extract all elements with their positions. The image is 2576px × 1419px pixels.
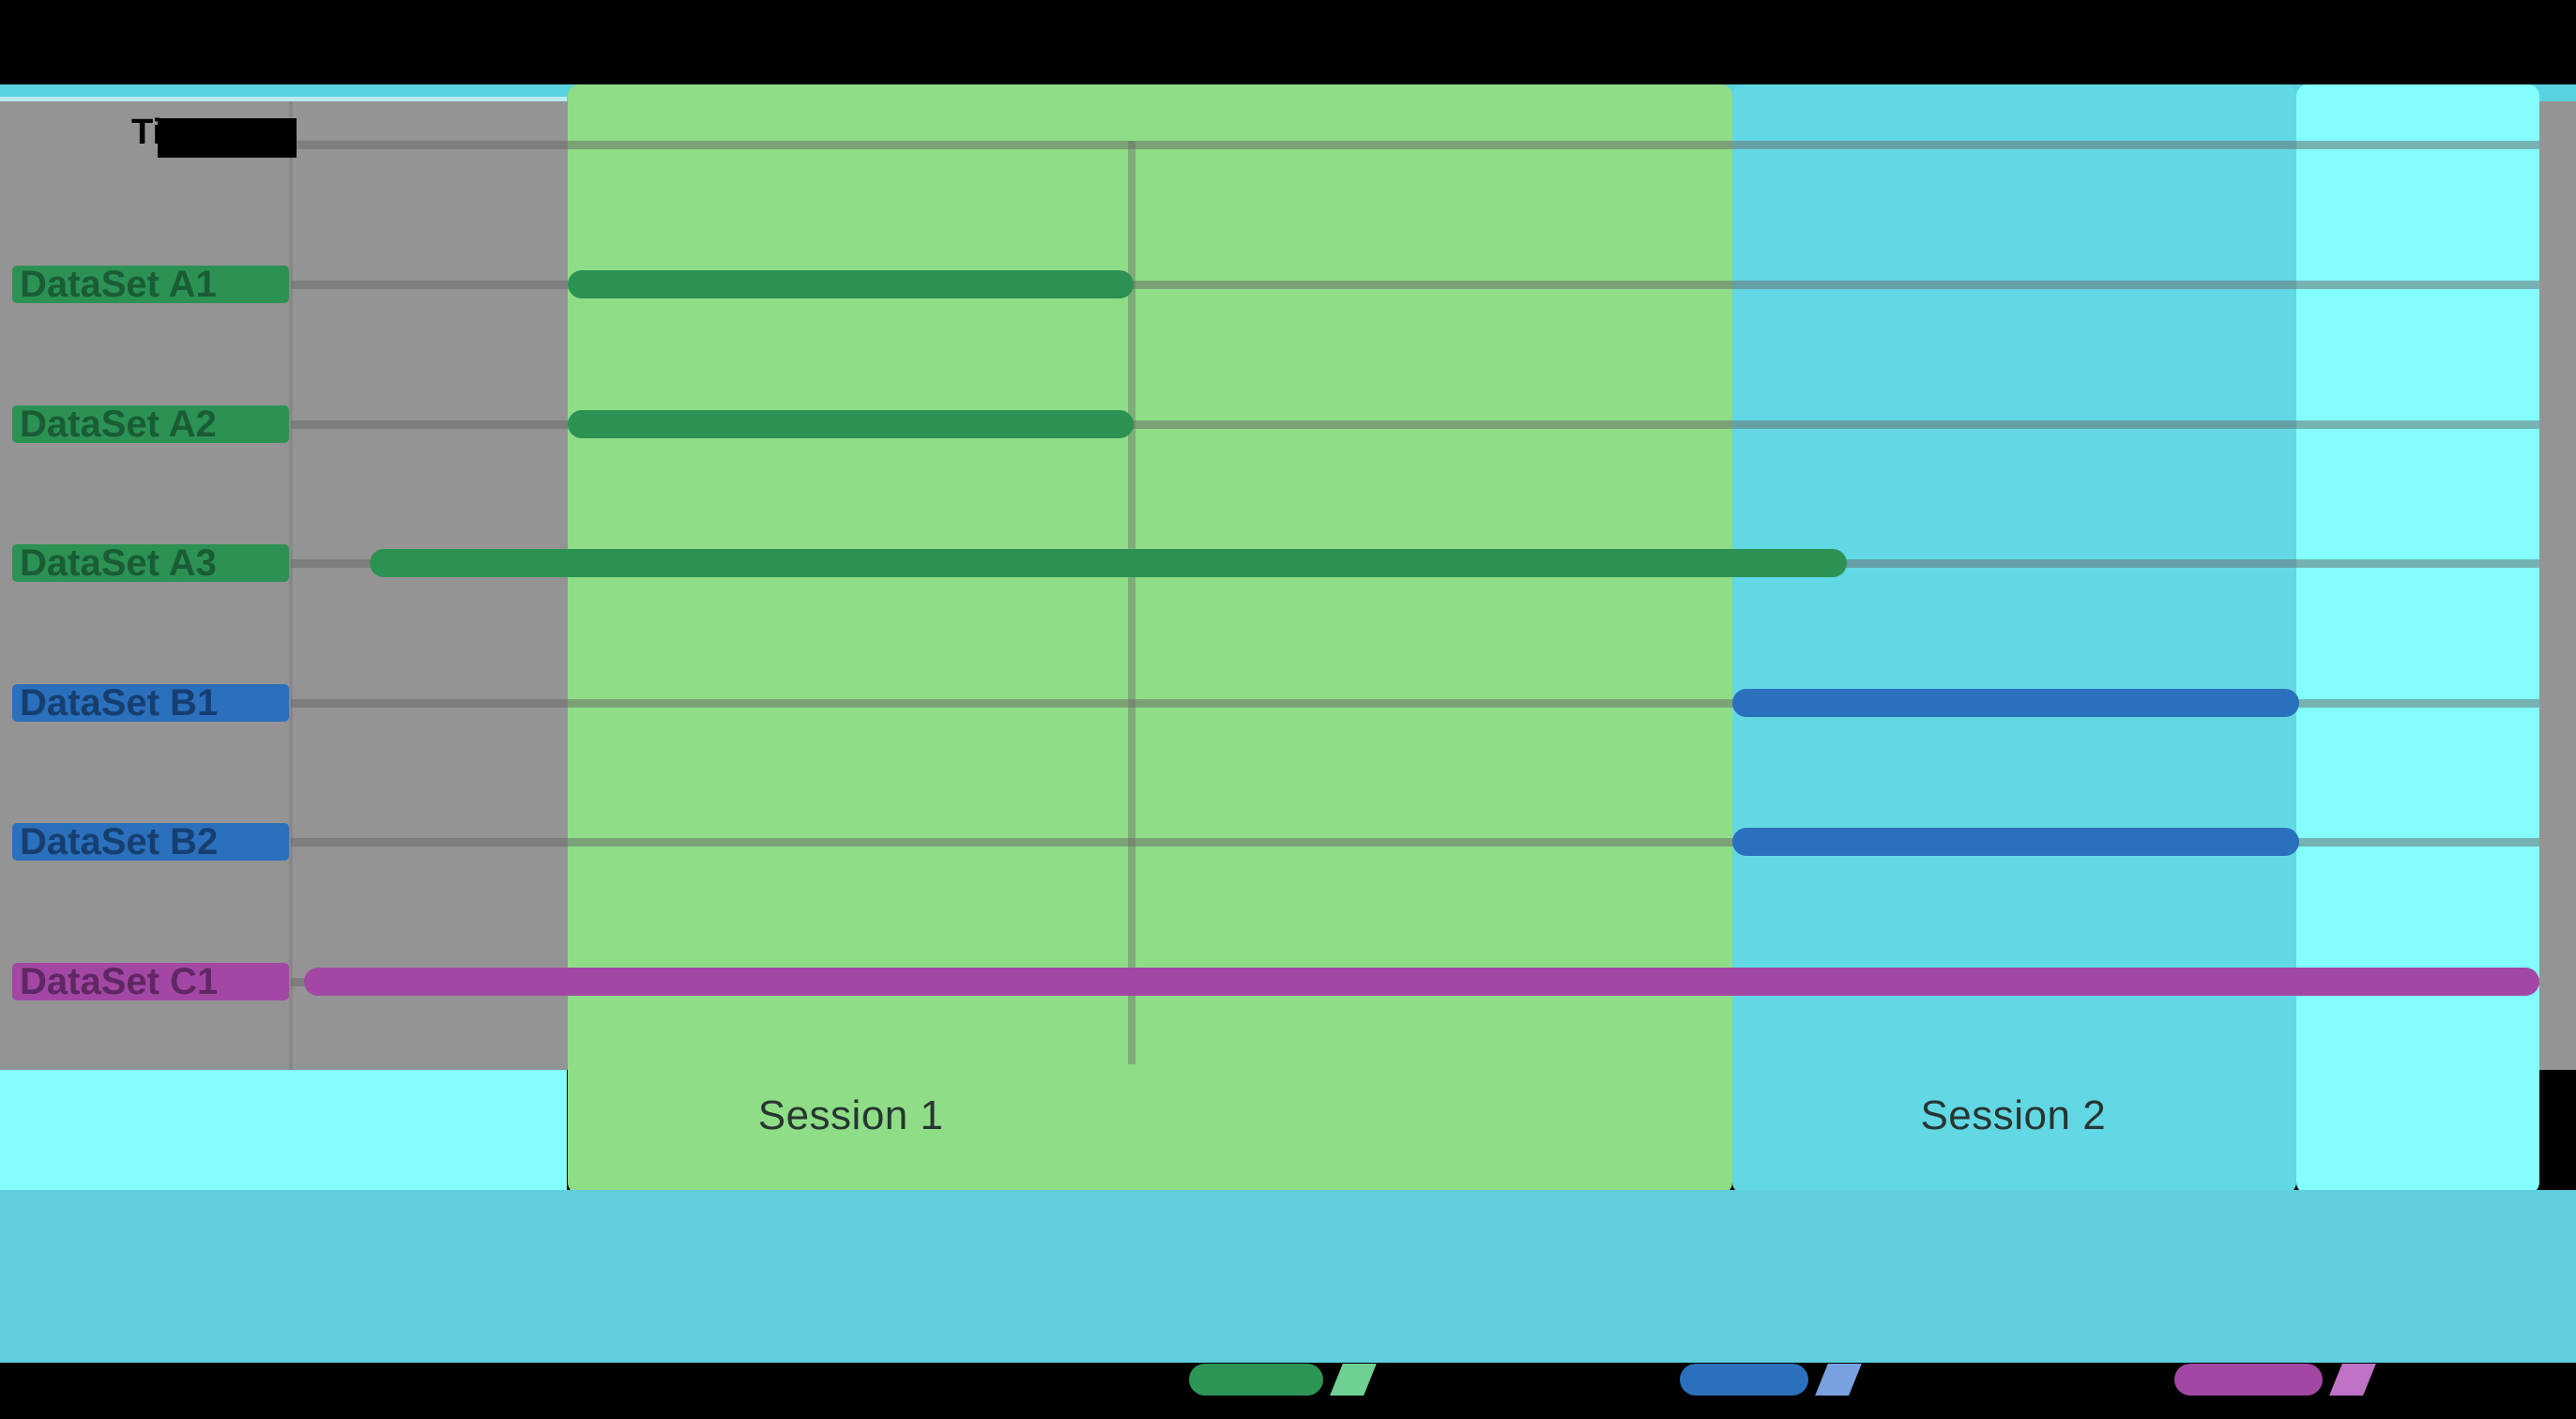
task-bar-dataset-c1: [304, 968, 2539, 996]
dataset-group-a-marker: [1189, 1364, 1323, 1396]
task-bar-dataset-b1: [1731, 688, 2299, 717]
session-label-2: Session 2: [1920, 1092, 2107, 1138]
task-bar-dataset-a2: [567, 409, 1135, 438]
dataset-group-c-marker: [2174, 1364, 2323, 1396]
time-axis-header: Time: [131, 113, 375, 160]
session-column-3: [2296, 84, 2539, 1194]
redaction-box: [158, 118, 297, 158]
h-gridline-4: [291, 698, 2539, 708]
v-gridline: [1128, 141, 1136, 1064]
session-column-2: [1731, 84, 2297, 1194]
lower-left-cyan-area: [0, 1070, 567, 1190]
task-label-dataset-a3: DataSet A3: [12, 544, 289, 583]
teal-strip-highlight: [0, 97, 567, 101]
top-black-bar: [0, 0, 2576, 84]
h-gridline-5: [291, 838, 2539, 847]
task-bar-dataset-a3: [369, 549, 1848, 578]
task-label-dataset-c1: DataSet C1: [12, 963, 289, 1000]
task-label-dataset-a2: DataSet A2: [12, 404, 289, 443]
task-bar-dataset-a1: [567, 270, 1135, 298]
task-bar-dataset-b2: [1731, 828, 2299, 857]
dataset-group-b-marker: [1680, 1364, 1808, 1396]
h-gridline-1: [291, 281, 2539, 289]
h-gridline-2: [291, 420, 2539, 429]
label-gutter-divider: [289, 101, 293, 1070]
task-label-dataset-a1: DataSet A1: [12, 266, 289, 303]
bottom-teal-band: [0, 1190, 2576, 1363]
task-label-dataset-b2: DataSet B2: [12, 823, 289, 862]
session-column-1: [567, 84, 1732, 1194]
task-label-dataset-b1: DataSet B1: [12, 683, 289, 722]
h-gridline-0: [291, 141, 2539, 149]
session-label-1: Session 1: [757, 1092, 944, 1138]
